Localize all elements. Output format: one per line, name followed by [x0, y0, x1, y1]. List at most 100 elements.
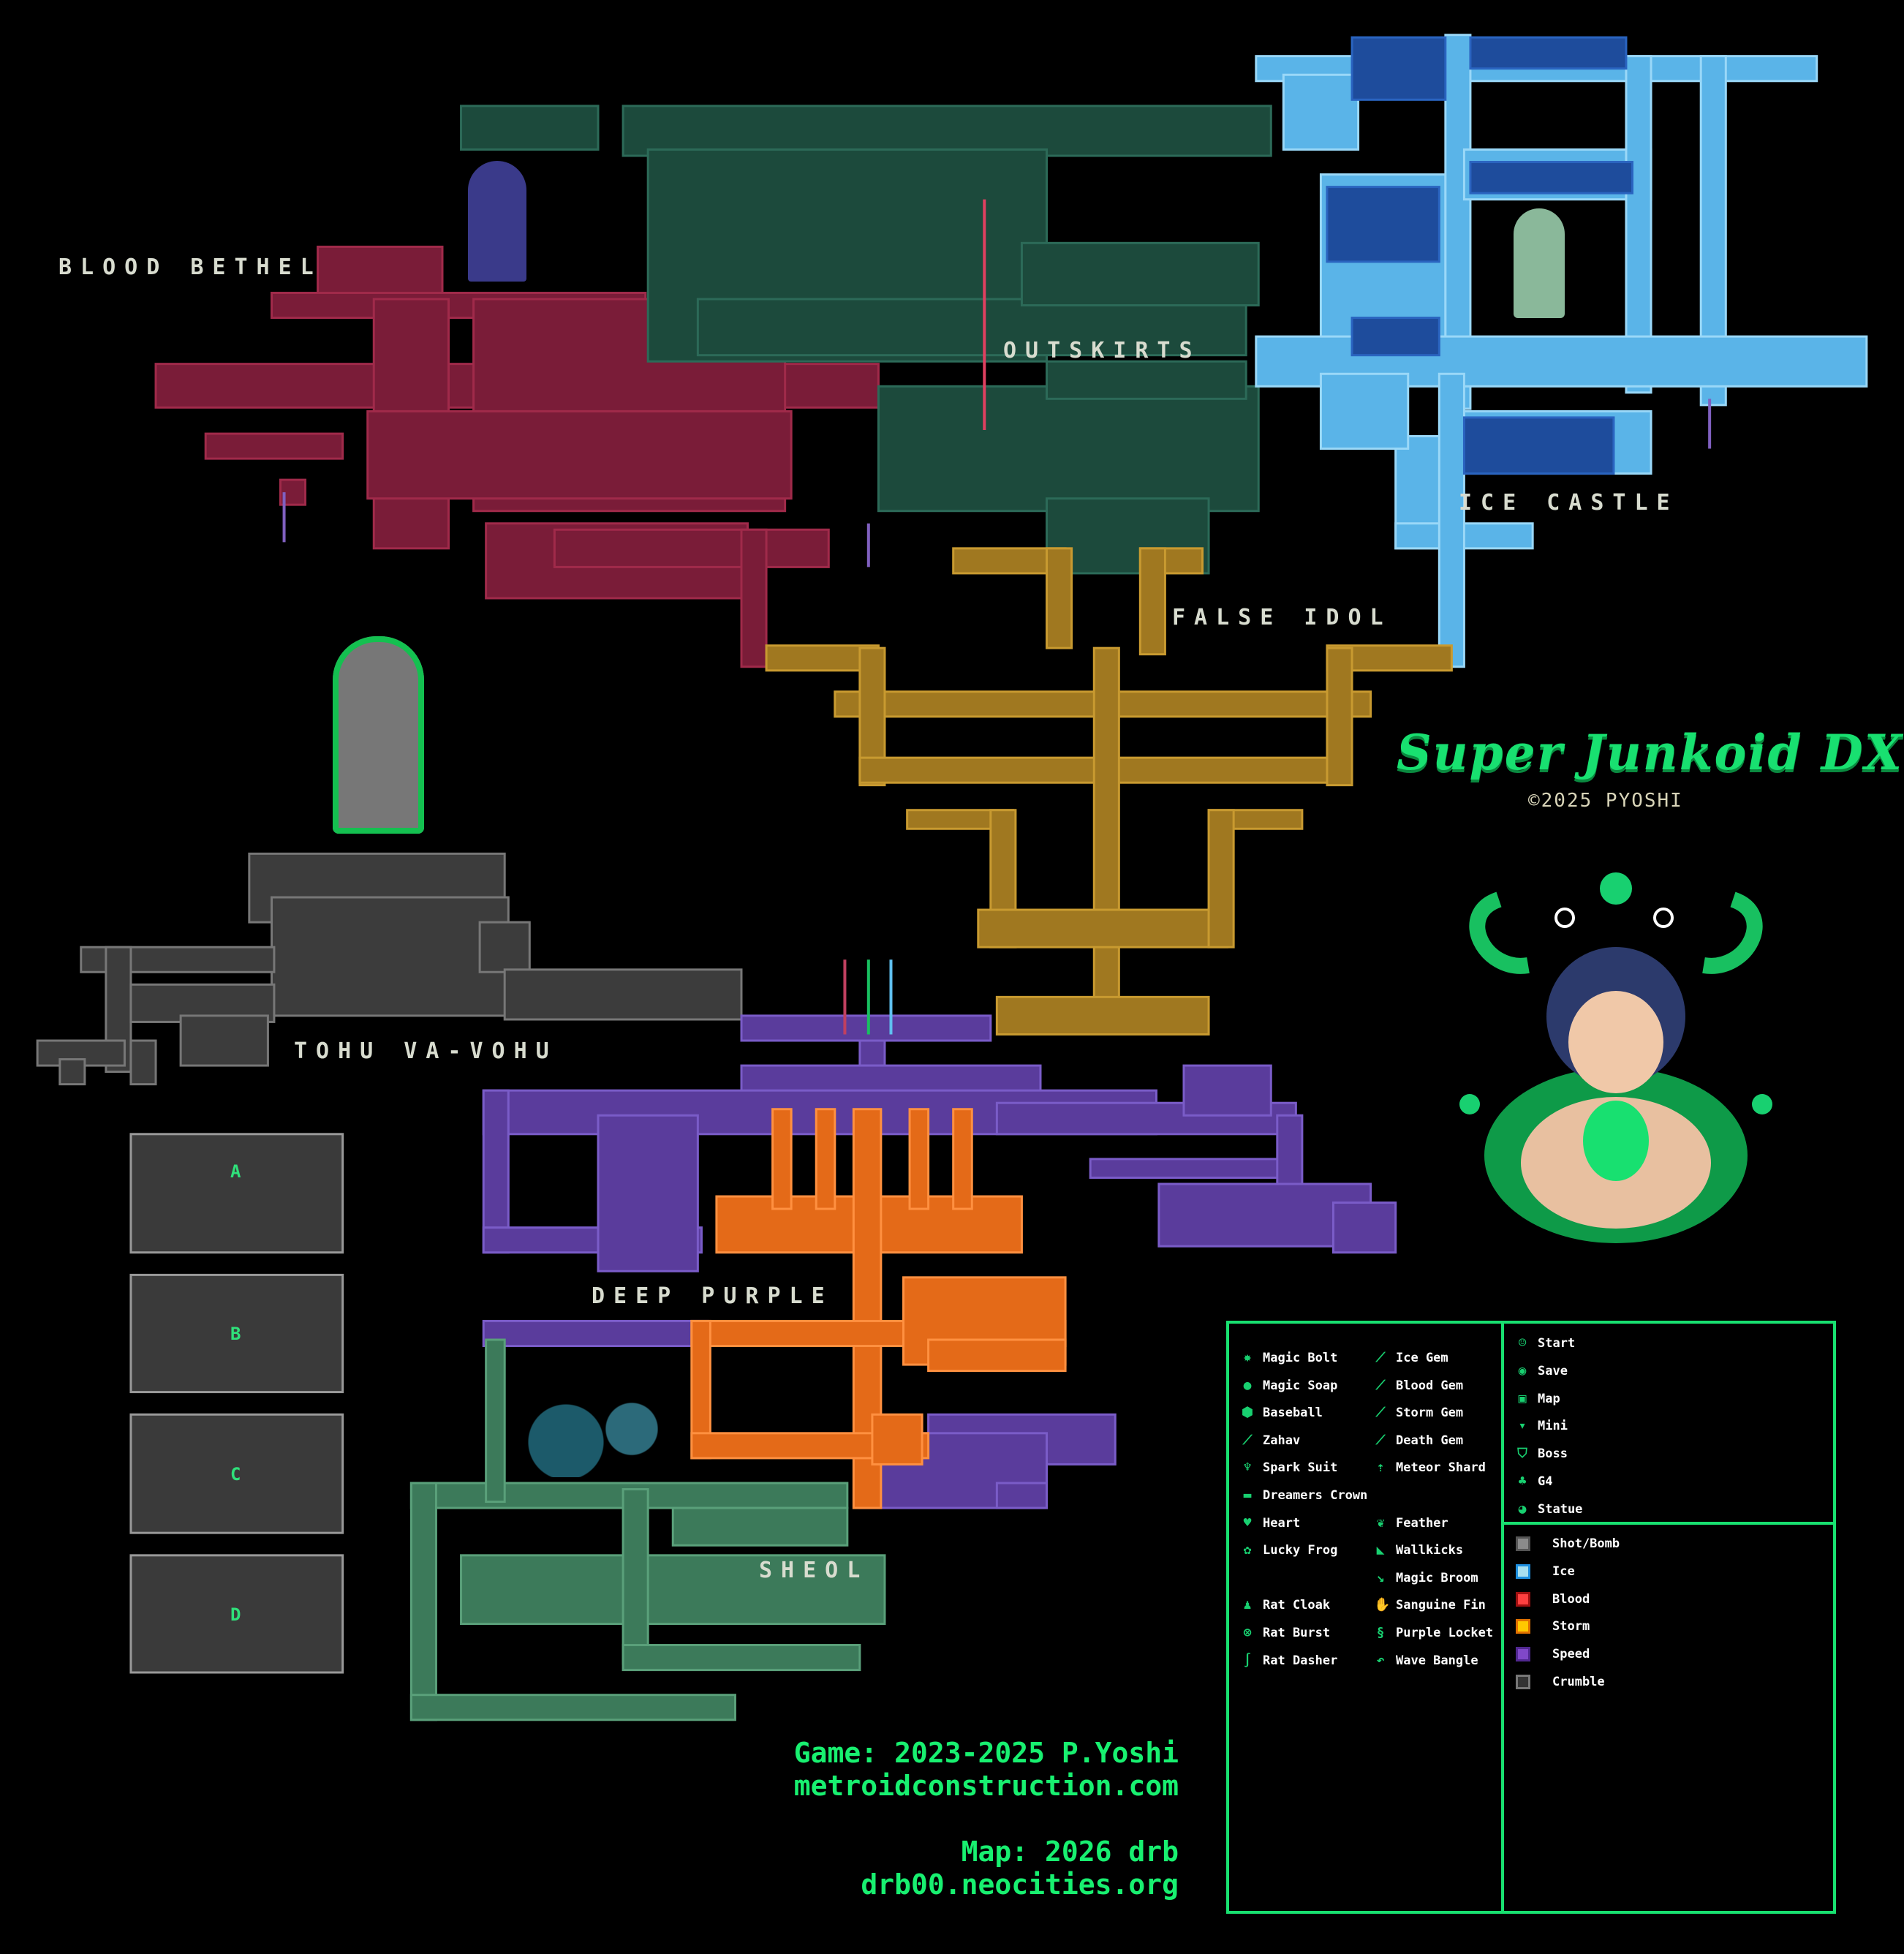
legend-door-type: Storm: [1516, 1618, 1590, 1634]
map-room: [1350, 317, 1440, 357]
credit-game: Game: 2023-2025 P.Yoshi: [793, 1737, 1179, 1769]
region-label-deep-purple: DEEP PURPLE: [592, 1283, 834, 1309]
region-blood-bethel: [154, 245, 880, 668]
legend-label: Map: [1538, 1391, 1560, 1406]
spark-suit-icon: ♆: [1243, 1460, 1252, 1476]
legend-label: Start: [1538, 1336, 1576, 1351]
frog-icon: ✿: [1243, 1542, 1252, 1558]
legend-marker: ⛉Boss: [1516, 1446, 1568, 1462]
region-speed-zone: [690, 1108, 1067, 1509]
legend-item: ∫Rat Dasher: [1241, 1652, 1338, 1669]
zahav-icon: ⟋: [1242, 1432, 1253, 1448]
legend-label: Mini: [1538, 1419, 1568, 1434]
map-room: [1046, 547, 1073, 649]
legend-label: Ice Gem: [1396, 1351, 1448, 1365]
angel-statue-art: [333, 636, 424, 834]
feather-icon: ❦: [1376, 1514, 1385, 1531]
room-label-d: D: [230, 1604, 241, 1625]
legend-label: Blood: [1552, 1591, 1590, 1607]
map-room: [503, 968, 743, 1021]
legend-item: ●Magic Soap: [1241, 1377, 1338, 1394]
legend-label: Spark Suit: [1263, 1460, 1338, 1476]
locket-icon: §: [1376, 1625, 1385, 1640]
map-room: [1350, 36, 1447, 101]
legend-door-type: Shot/Bomb: [1516, 1536, 1620, 1552]
map-room: [460, 105, 600, 151]
legend-item: ↶Wave Bangle: [1374, 1653, 1478, 1669]
map-room: [908, 1108, 930, 1210]
legend-item: ✋Sanguine Fin: [1374, 1597, 1486, 1613]
map-room: [1182, 1064, 1272, 1117]
legend-item: ⟋Death Gem: [1374, 1433, 1463, 1449]
map-room: [597, 1114, 699, 1272]
map-room: [622, 1488, 649, 1665]
heart-icon: ♥: [1243, 1514, 1252, 1531]
start-icon: ☺: [1518, 1335, 1527, 1351]
credit-map-site[interactable]: drb00.neocities.org: [861, 1868, 1179, 1901]
serpent-enemies-art: [526, 1389, 658, 1477]
door-color-swatch-icon: [1516, 1563, 1530, 1579]
map-room: [204, 432, 344, 460]
map-room: [129, 1554, 344, 1674]
legend-marker: ▾ Mini: [1516, 1418, 1568, 1434]
map-room: [1469, 161, 1633, 195]
game-title-logo: Super Junkoid DX: [1397, 724, 1904, 781]
ice-gem-icon: ⟋: [1375, 1350, 1386, 1365]
bangle-icon: ↶: [1376, 1652, 1385, 1668]
map-room: [1326, 646, 1353, 787]
legend-label: Rat Burst: [1263, 1626, 1331, 1640]
legend-label: Sanguine Fin: [1396, 1598, 1486, 1613]
map-room: [622, 105, 1272, 157]
ice-statue-art: [1514, 208, 1565, 318]
statue-icon: ◕: [1518, 1501, 1527, 1517]
map-room: [409, 1482, 437, 1721]
magic-soap-icon: ●: [1243, 1377, 1252, 1393]
map-room: [317, 245, 444, 298]
region-tohu-va-vohu: [36, 852, 743, 1086]
map-room: [553, 528, 830, 568]
legend-label: Death Gem: [1396, 1433, 1464, 1448]
legend-label: Speed: [1552, 1647, 1590, 1662]
region-sheol: [409, 1338, 886, 1721]
legend-label: Storm: [1552, 1619, 1590, 1634]
map-room: [129, 1133, 344, 1254]
copyright-text: ©2025 PYOSHI: [1528, 790, 1683, 812]
legend-label: Storm Gem: [1396, 1406, 1464, 1421]
room-label-c: C: [230, 1464, 241, 1485]
g4-icon: ♣: [1518, 1474, 1527, 1489]
legend-item: ♆ Spark Suit: [1241, 1460, 1338, 1476]
legend-item: §Purple Locket: [1374, 1625, 1493, 1641]
rat-dasher-icon: ∫: [1243, 1652, 1252, 1668]
region-label-tohu-va-vohu: TOHU VA-VOHU: [294, 1038, 558, 1064]
legend-divider: [1501, 1324, 1504, 1911]
meteor-shard-icon: ⇡: [1376, 1460, 1385, 1476]
region-rooms-abcd: [129, 1133, 344, 1674]
map-room: [179, 1014, 269, 1067]
map-room: [129, 1039, 157, 1086]
legend-label: Baseball: [1263, 1406, 1323, 1421]
legend-item: ❦Feather: [1374, 1515, 1448, 1531]
legend-label: Wallkicks: [1396, 1543, 1464, 1558]
map-room: [671, 1506, 849, 1547]
credit-game-site[interactable]: metroidconstruction.com: [793, 1770, 1179, 1802]
credits: Game: 2023-2025 P.Yoshi metroidconstruct…: [794, 1737, 1179, 1901]
map-room: [1462, 416, 1615, 475]
legend-item: ⊗Rat Burst: [1241, 1625, 1331, 1641]
legend-marker: ◕Statue: [1516, 1501, 1583, 1517]
region-label-outskirts: OUTSKIRTS: [1003, 338, 1201, 363]
legend-marker: ♣G4: [1516, 1474, 1553, 1490]
map-room: [622, 1644, 861, 1672]
map-room: [871, 1413, 923, 1466]
legend-item: ⬢ Baseball: [1241, 1405, 1323, 1421]
legend-door-type: Crumble: [1516, 1674, 1605, 1690]
broom-icon: ↘: [1376, 1569, 1385, 1585]
baseball-icon: ⬢: [1242, 1405, 1253, 1421]
legend-item: ♟Rat Cloak: [1241, 1597, 1331, 1613]
legend-item: ♥Heart: [1241, 1514, 1301, 1531]
map-room: [1046, 360, 1247, 400]
legend-divider: [1503, 1522, 1833, 1525]
map-room: [740, 1014, 992, 1042]
map-room: [815, 1108, 836, 1210]
region-ice-castle-core: [1326, 36, 1633, 475]
mini-boss-icon: ▾: [1518, 1418, 1527, 1434]
